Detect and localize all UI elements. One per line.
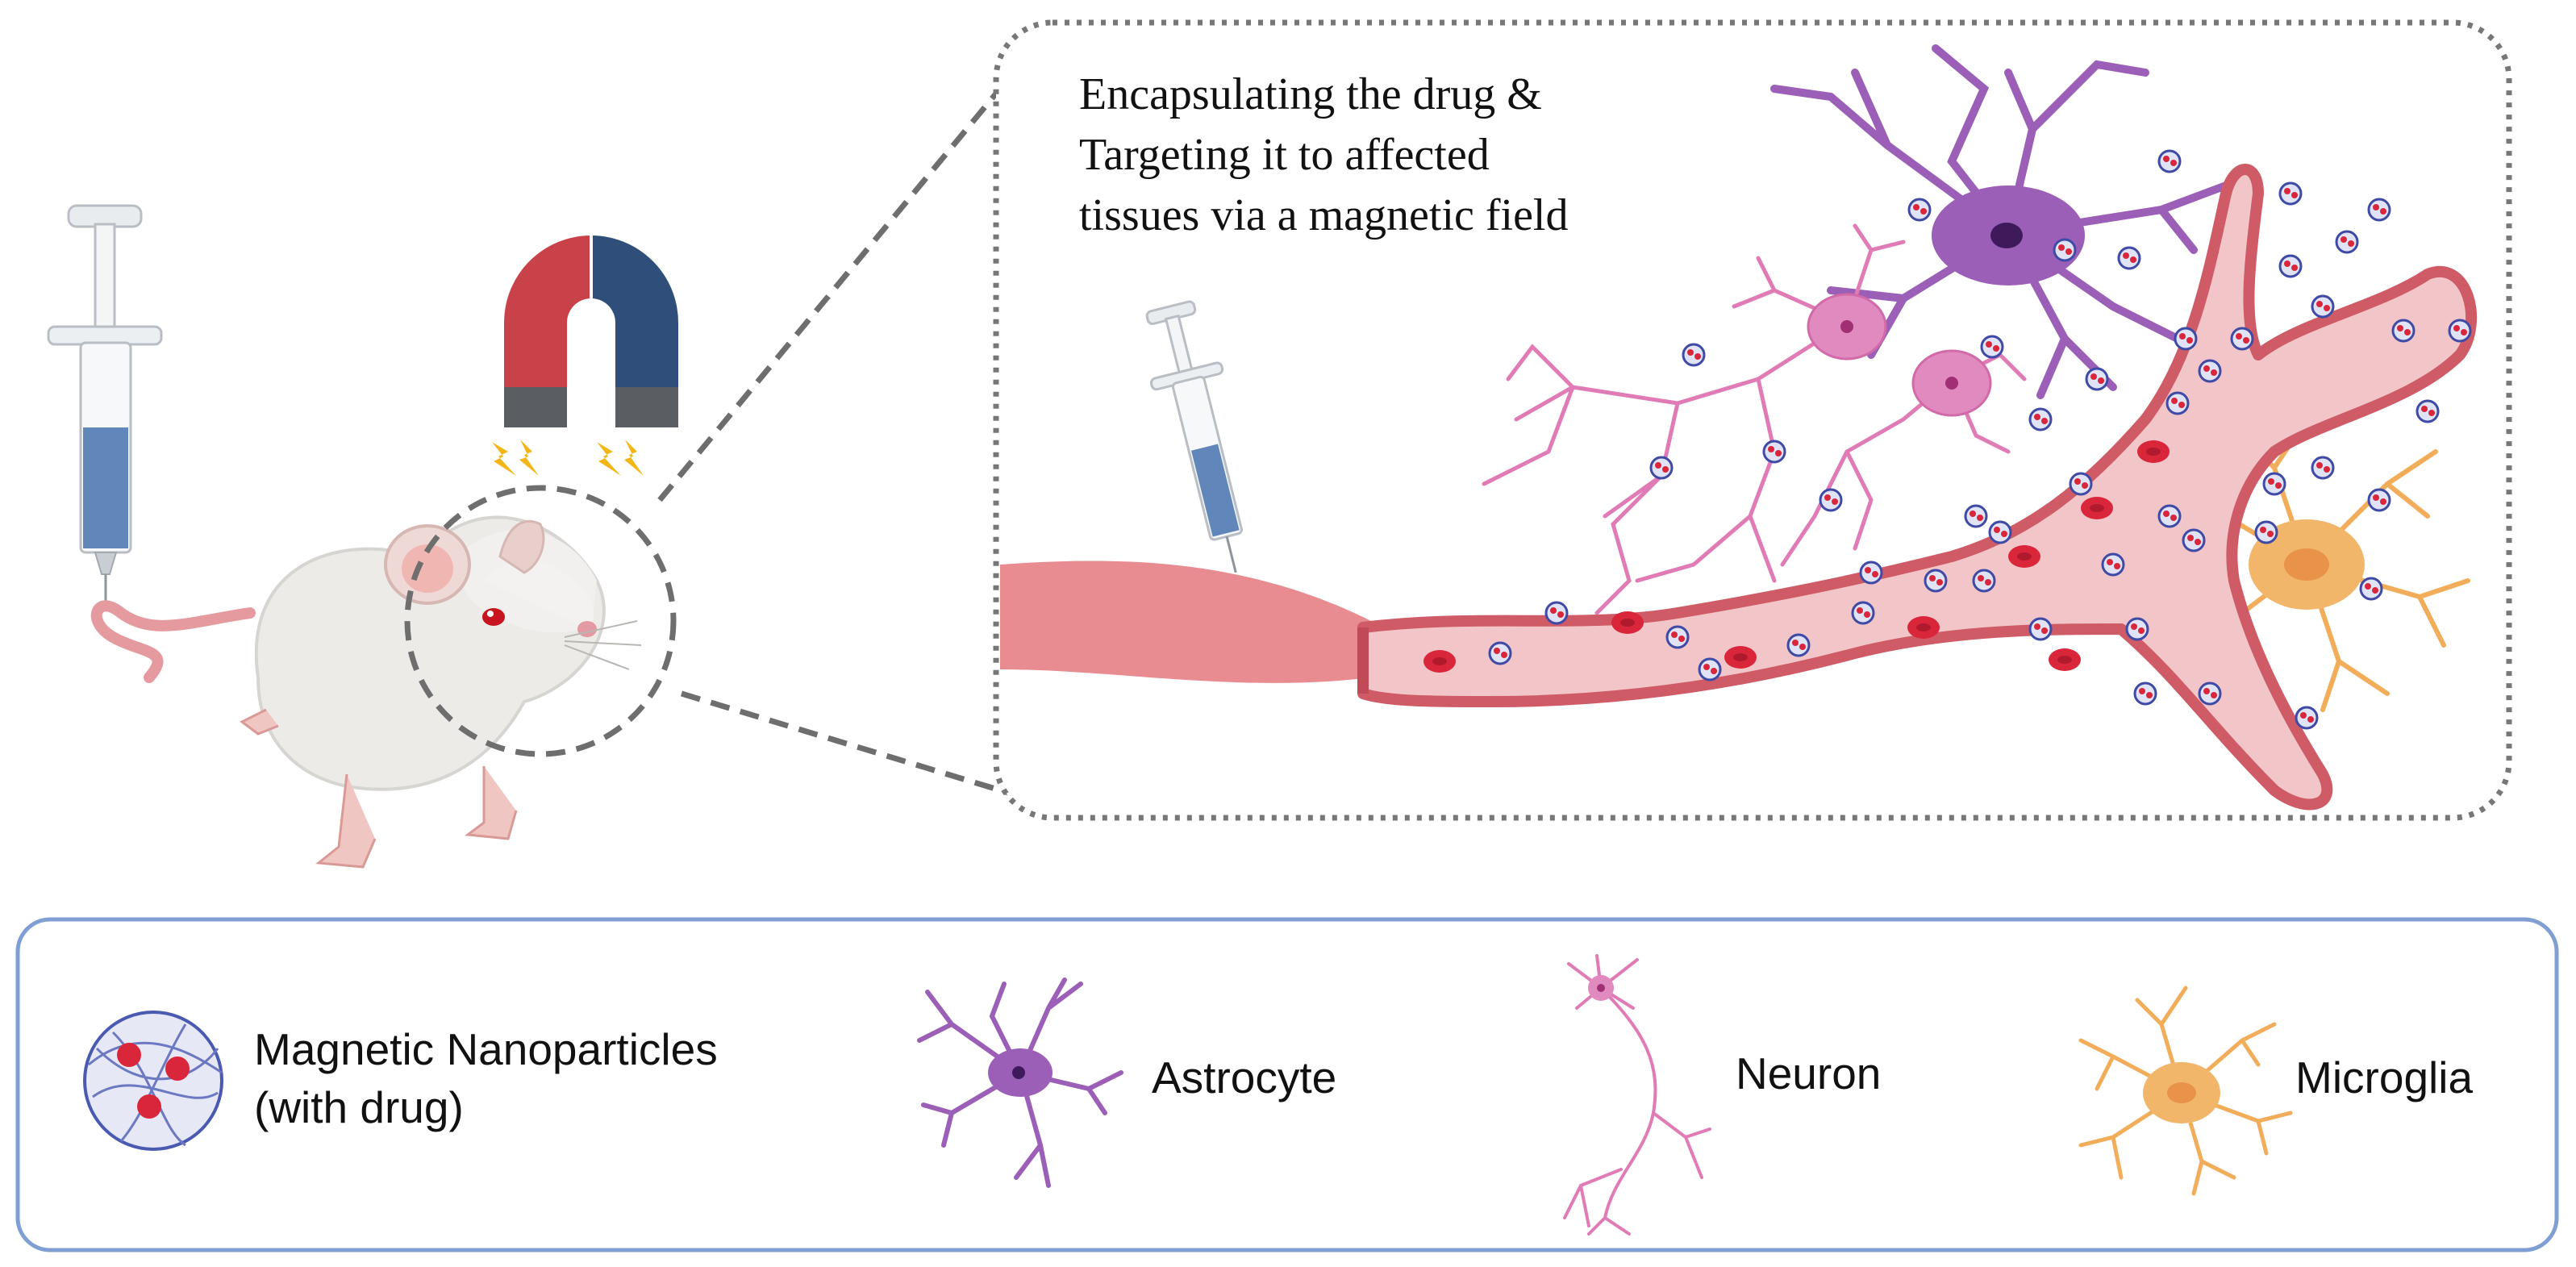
neuron-cells [1482, 223, 2027, 615]
legend-box [15, 917, 2559, 1252]
magnet-icon [492, 235, 678, 476]
legend-label-nanoparticles: Magnetic Nanoparticles [254, 1024, 718, 1074]
caption-line-3: tissues via a magnetic field [1079, 190, 1568, 240]
legend-neuron: Neuron [1563, 954, 1881, 1236]
legend-label-with-drug: (with drug) [254, 1082, 464, 1132]
caption-line-1: Encapsulating the drug & [1079, 69, 1542, 119]
legend-microglia: Microglia [2078, 986, 2473, 1196]
zoom-indicator [404, 86, 1042, 806]
legend-label-astrocyte: Astrocyte [1152, 1052, 1336, 1102]
legend-label-neuron: Neuron [1736, 1048, 1881, 1098]
caption-line-2: Targeting it to affected [1079, 130, 1490, 180]
callout-syringe [1145, 300, 1243, 573]
left-syringe [47, 204, 163, 606]
mouse [90, 515, 642, 869]
legend-astrocyte: Astrocyte [917, 977, 1336, 1188]
nanoparticle-icon [83, 1011, 223, 1151]
neuron-icon [1563, 954, 1711, 1236]
legend-nanoparticle: Magnetic Nanoparticles (with drug) [83, 1011, 718, 1151]
legend-label-microglia: Microglia [2295, 1052, 2473, 1102]
callout-caption: Encapsulating the drug & Targeting it to… [1079, 69, 1568, 240]
blood-vessel [1000, 164, 2477, 811]
